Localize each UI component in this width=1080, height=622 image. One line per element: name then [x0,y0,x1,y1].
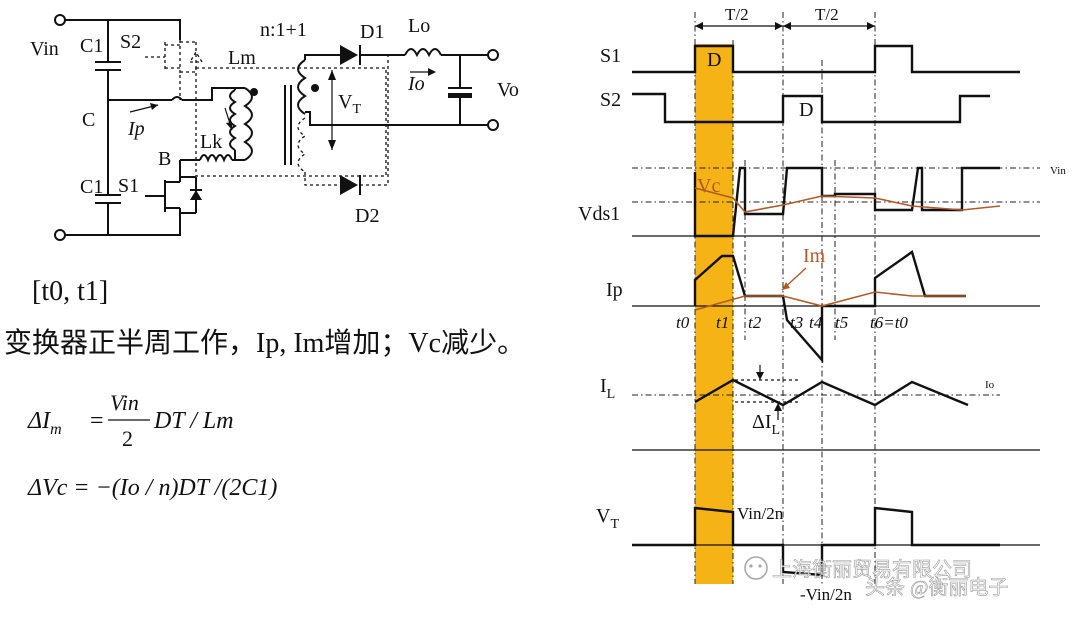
eq1-equals: = [90,408,104,434]
il-label: IL [600,375,615,402]
secondary-dot [311,84,319,92]
top-rail [65,19,181,40]
t3-label: t3 [790,313,803,332]
d2-label: D2 [355,205,379,227]
s2-duty-label: D [799,99,813,121]
d1-label: D1 [360,21,384,43]
lk-inductor [199,154,233,163]
s1-waveform [632,44,1020,74]
ip-wave-label: Ip [606,279,623,301]
circuit-schematic: Vin C1 C1 C Ip [30,14,519,241]
t4-label: t4 [809,313,823,332]
d2-wire [304,172,340,186]
delta-il-label: ΔIL [752,411,780,438]
lo-inductor [404,48,442,58]
half-period-left: T/2 [725,5,749,24]
c1-bottom-label: C1 [80,176,103,198]
ip-arrowhead [150,103,158,110]
primary-dot [250,88,258,96]
d1-wire [304,54,340,60]
node-b-label: B [158,148,171,170]
watermark-company: 上海衡丽贸易有限公司 [772,558,972,581]
vin-2n-neg-label: -Vin/2n [800,585,852,604]
vt-waveform [632,506,1000,577]
secondary-winding-bottom [297,117,307,173]
transformer-box [195,67,387,177]
wire-crossover [171,96,183,101]
s2-wave-label: S2 [600,89,621,111]
lk-label: Lk [200,131,222,153]
vin-label: Vin [30,38,59,60]
ip-label: Ip [127,118,145,140]
primary-top-wire [182,87,245,101]
eq1-denominator: 2 [122,426,133,451]
s1-switch [145,160,202,215]
il-waveform [694,378,969,407]
io-right-label: Io [985,379,995,391]
eq1-numerator: Vin [110,390,139,415]
center-tap-wire [305,111,460,126]
vo-terminal-top [487,49,499,61]
circuit-vt-label: VT [338,91,361,117]
s1-wave-label: S1 [600,45,621,67]
lm-label: Lm [228,47,256,69]
vt-wave-label: VT [596,505,619,532]
vds1-label: Vds1 [578,203,620,225]
description-text: 变换器正半周工作，Ip, Im增加；Vc减少。 [4,327,525,359]
lm-inductor [229,89,237,151]
watermark-source: 头条 @衡丽电子 [865,576,1008,599]
vc-label: Vc [697,175,720,197]
node-c-label: C [82,109,95,131]
s1-label: S1 [118,175,139,197]
eq1-lhs: ΔIm [27,408,62,438]
turns-ratio-label: n:1+1 [260,19,307,41]
secondary-winding-top [297,59,307,115]
t1-label: t1 [716,313,729,332]
half-period-right: T/2 [815,5,839,24]
equation-1: ΔIm = Vin 2 DT / Lm [27,390,234,451]
s1-duty-label: D [707,49,721,71]
bottom-rail [65,215,181,236]
im-label: Im [803,245,826,267]
vin-right-label: Vin [1050,165,1066,177]
vc-waveform [694,187,1001,213]
d2-return [360,55,389,186]
wechat-icon [744,556,768,580]
vin-terminal-bottom [54,229,66,241]
t0-label: t0 [676,313,690,332]
s2-switch [145,40,204,100]
eq1-rest: DT / Lm [153,408,234,434]
t5-label: t5 [835,313,848,332]
primary-winding [243,87,253,161]
d2-diode [340,175,358,195]
im-waveform [694,291,966,311]
equation-2: ΔVc = −(Io / n)DT /(2C1) [27,475,277,501]
vo-terminal-bottom [487,119,499,131]
timing-diagram: T/2 T/2 S1 D S2 D Vds1 Vin Vc Ip Im t0 t… [578,5,1066,604]
vin-2n-pos-label: Vin/2n [737,504,784,523]
s2-label: S2 [120,31,141,53]
c1-top-label: C1 [80,35,103,57]
lo-label: Lo [408,15,430,37]
watermark: 上海衡丽贸易有限公司 头条 @衡丽电子 [744,556,1009,599]
io-label: Io [407,73,425,95]
s2-waveform [632,92,990,124]
t6-label: t6=t0 [870,313,908,332]
d1-diode [340,45,358,65]
vin-terminal-top [54,14,66,26]
interval-label: [t0, t1] [32,276,108,307]
ip-waveform [693,250,966,364]
vo-label: Vo [497,79,519,101]
t0-t1-highlight [695,44,733,584]
t2-label: t2 [748,313,762,332]
